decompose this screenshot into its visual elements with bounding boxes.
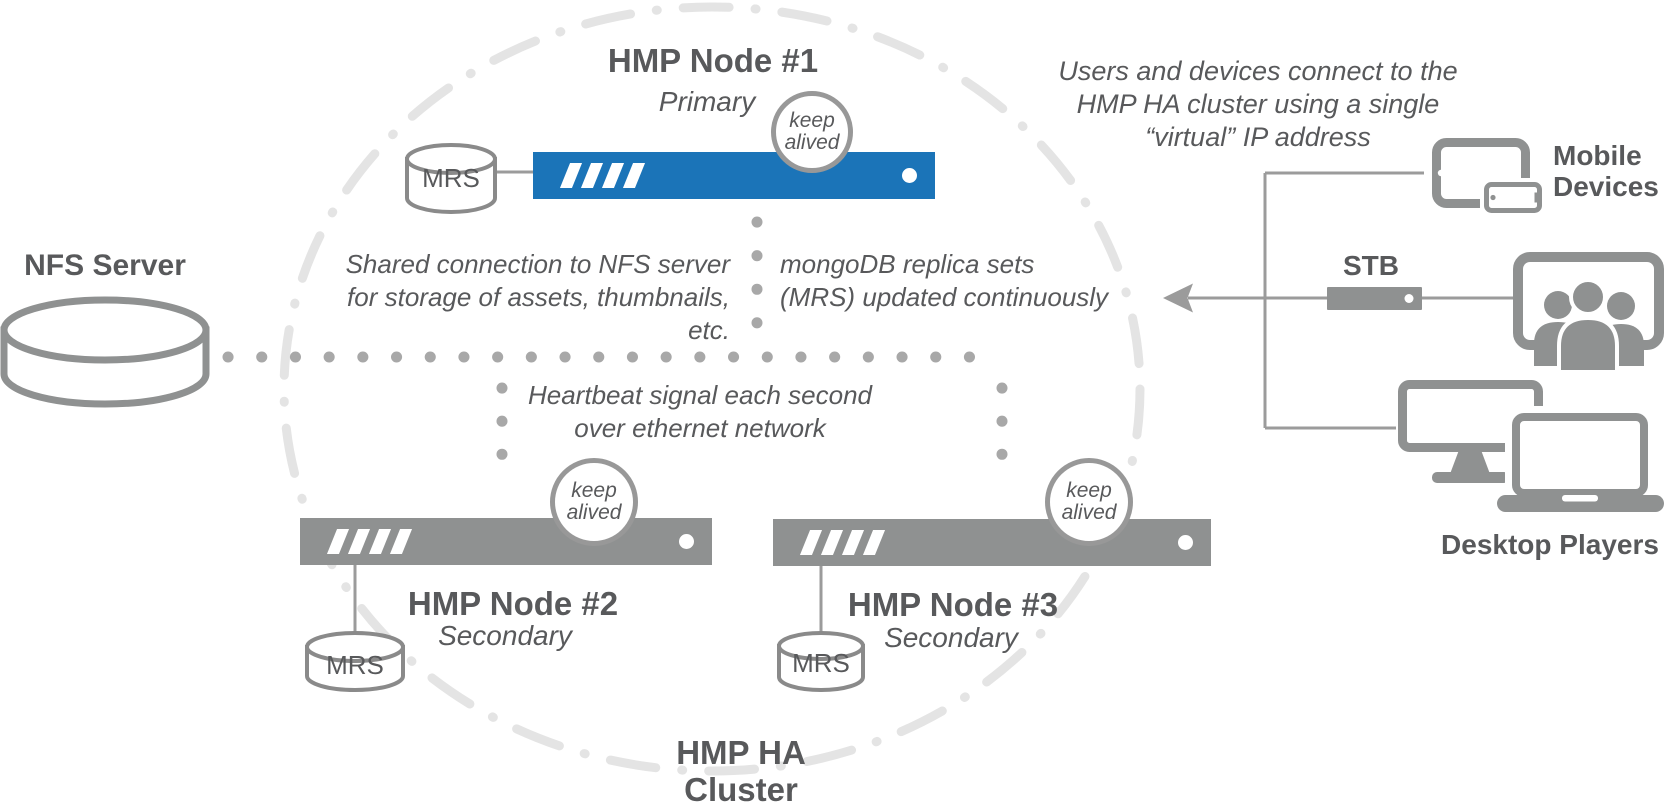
desktop-players-label: Desktop Players	[1441, 529, 1659, 560]
node2-role: Secondary	[438, 620, 572, 651]
mrs3-label: MRS	[792, 648, 850, 678]
nfs-shared-annotation: Shared connection to NFS server for stor…	[345, 249, 730, 345]
node3-role: Secondary	[884, 622, 1018, 653]
server-power-dot-icon	[1178, 535, 1193, 550]
server-bar-node3	[773, 519, 1211, 566]
node2-title: HMP Node #2	[407, 585, 619, 622]
keepalived-badge-node3: keep alived	[1045, 458, 1133, 546]
mrs3-cylinder-icon	[777, 631, 865, 692]
node3-title: HMP Node #3	[847, 586, 1059, 623]
mobile-devices-label: Mobile Devices	[1553, 140, 1659, 202]
cluster-name-label: HMP HA Cluster	[676, 734, 806, 808]
server-bar-node1	[533, 152, 935, 199]
server-leds-icon	[799, 530, 889, 555]
server-leds-icon	[326, 529, 416, 554]
server-power-dot-icon	[679, 534, 694, 549]
mrs2-label: MRS	[326, 650, 384, 680]
server-power-dot-icon	[902, 168, 917, 183]
server-leds-icon	[559, 163, 649, 188]
cluster-boundary-ellipse	[279, 2, 1145, 776]
nfs-server-label: NFS Server	[24, 249, 186, 282]
keepalived-badge-node1: keep alived	[771, 91, 853, 173]
stb-label: STB	[1343, 250, 1399, 281]
nfs-cylinder-icon	[0, 296, 210, 408]
heartbeat-annotation: Heartbeat signal each second over ethern…	[527, 380, 872, 443]
mrs2-cylinder-icon	[305, 631, 405, 692]
node1-role: Primary	[658, 86, 756, 117]
phone-icon	[1480, 178, 1546, 217]
tv-audience-icon	[1513, 252, 1664, 374]
virtual-ip-annotation: Users and devices connect to the HMP HA …	[1058, 56, 1458, 152]
keepalived-badge-node2: keep alived	[550, 458, 638, 546]
server-bar-node2	[300, 518, 712, 565]
mrs1-label: MRS	[422, 163, 480, 193]
laptop-icon	[1497, 406, 1664, 512]
node1-title: HMP Node #1	[607, 42, 819, 79]
stb-box-icon	[1327, 287, 1422, 310]
mongo-annotation: mongoDB replica sets (MRS) updated conti…	[780, 249, 1109, 312]
arrowhead-icon	[1163, 283, 1193, 313]
mrs1-cylinder-icon	[405, 143, 497, 214]
